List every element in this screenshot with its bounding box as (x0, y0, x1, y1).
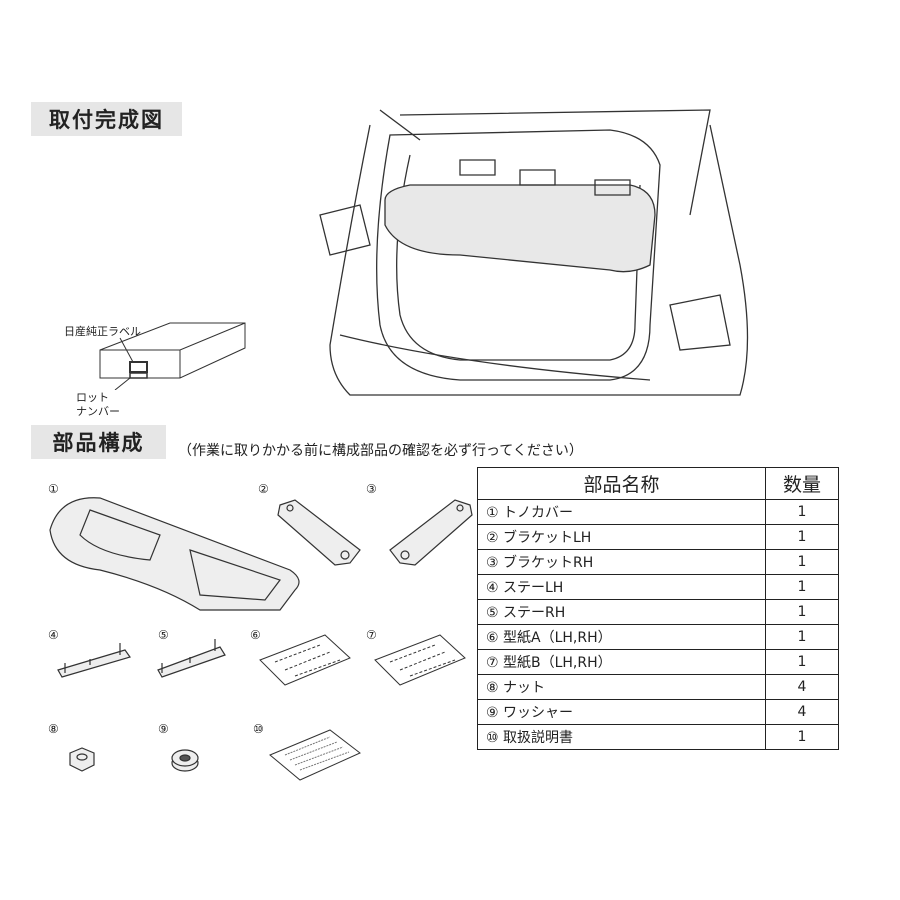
part-qty: 1 (765, 649, 839, 675)
part-number: ① (48, 482, 59, 496)
part-number: ③ (366, 482, 377, 496)
stay-lh-icon (57, 643, 131, 678)
label-box-illustration (99, 322, 246, 390)
template-b-icon (374, 634, 466, 686)
part-name: ⑩ 取扱説明書 (477, 724, 766, 750)
lot-caption-1: ロット (76, 391, 109, 404)
section-title-installed: 取付完成図 (31, 102, 182, 136)
part-name: ① トノカバー (477, 499, 766, 525)
column-header-name: 部品名称 (477, 467, 766, 500)
part-name: ② ブラケットLH (477, 524, 766, 550)
part-qty: 4 (765, 699, 839, 725)
part-number: ④ (48, 628, 59, 642)
table-row: ⑦ 型紙B（LH,RH）1 (477, 649, 839, 675)
stay-rh-icon (157, 639, 226, 678)
lot-caption-2: ナンバー (76, 405, 120, 418)
manual-icon (269, 729, 361, 781)
section-title-parts: 部品構成 (31, 425, 166, 459)
part-qty: 1 (765, 499, 839, 525)
tonneau-cover-icon (49, 497, 300, 611)
table-header-row: 部品名称 数量 (477, 467, 839, 500)
part-qty: 1 (765, 599, 839, 625)
part-qty: 1 (765, 574, 839, 600)
parts-note: （作業に取りかかる前に構成部品の確認を必ず行ってください） (178, 443, 583, 459)
part-name: ③ ブラケットRH (477, 549, 766, 575)
table-row: ⑥ 型紙A（LH,RH）1 (477, 624, 839, 650)
part-qty: 1 (765, 524, 839, 550)
part-number: ⑥ (250, 628, 261, 642)
part-qty: 4 (765, 674, 839, 700)
part-name: ⑤ ステーRH (477, 599, 766, 625)
column-header-qty: 数量 (765, 467, 839, 500)
part-qty: 1 (765, 549, 839, 575)
part-number: ⑨ (158, 722, 169, 736)
template-a-icon (259, 634, 351, 686)
genuine-label-caption: 日産純正ラベル (64, 325, 141, 338)
part-number: ② (258, 482, 269, 496)
nut-icon (69, 747, 95, 772)
bracket-lh-icon (277, 499, 361, 566)
part-name: ⑥ 型紙A（LH,RH） (477, 624, 766, 650)
part-number: ⑦ (366, 628, 377, 642)
part-number: ⑩ (253, 722, 264, 736)
part-number: ⑤ (158, 628, 169, 642)
part-number: ⑧ (48, 722, 59, 736)
part-qty: 1 (765, 624, 839, 650)
part-qty: 1 (765, 724, 839, 750)
washer-icon (171, 749, 199, 772)
part-name: ⑨ ワッシャー (477, 699, 766, 725)
part-name: ④ ステーLH (477, 574, 766, 600)
bracket-rh-icon (389, 499, 473, 566)
part-name: ⑦ 型紙B（LH,RH） (477, 649, 766, 675)
car-illustration (319, 109, 749, 396)
part-name: ⑧ ナット (477, 674, 766, 700)
